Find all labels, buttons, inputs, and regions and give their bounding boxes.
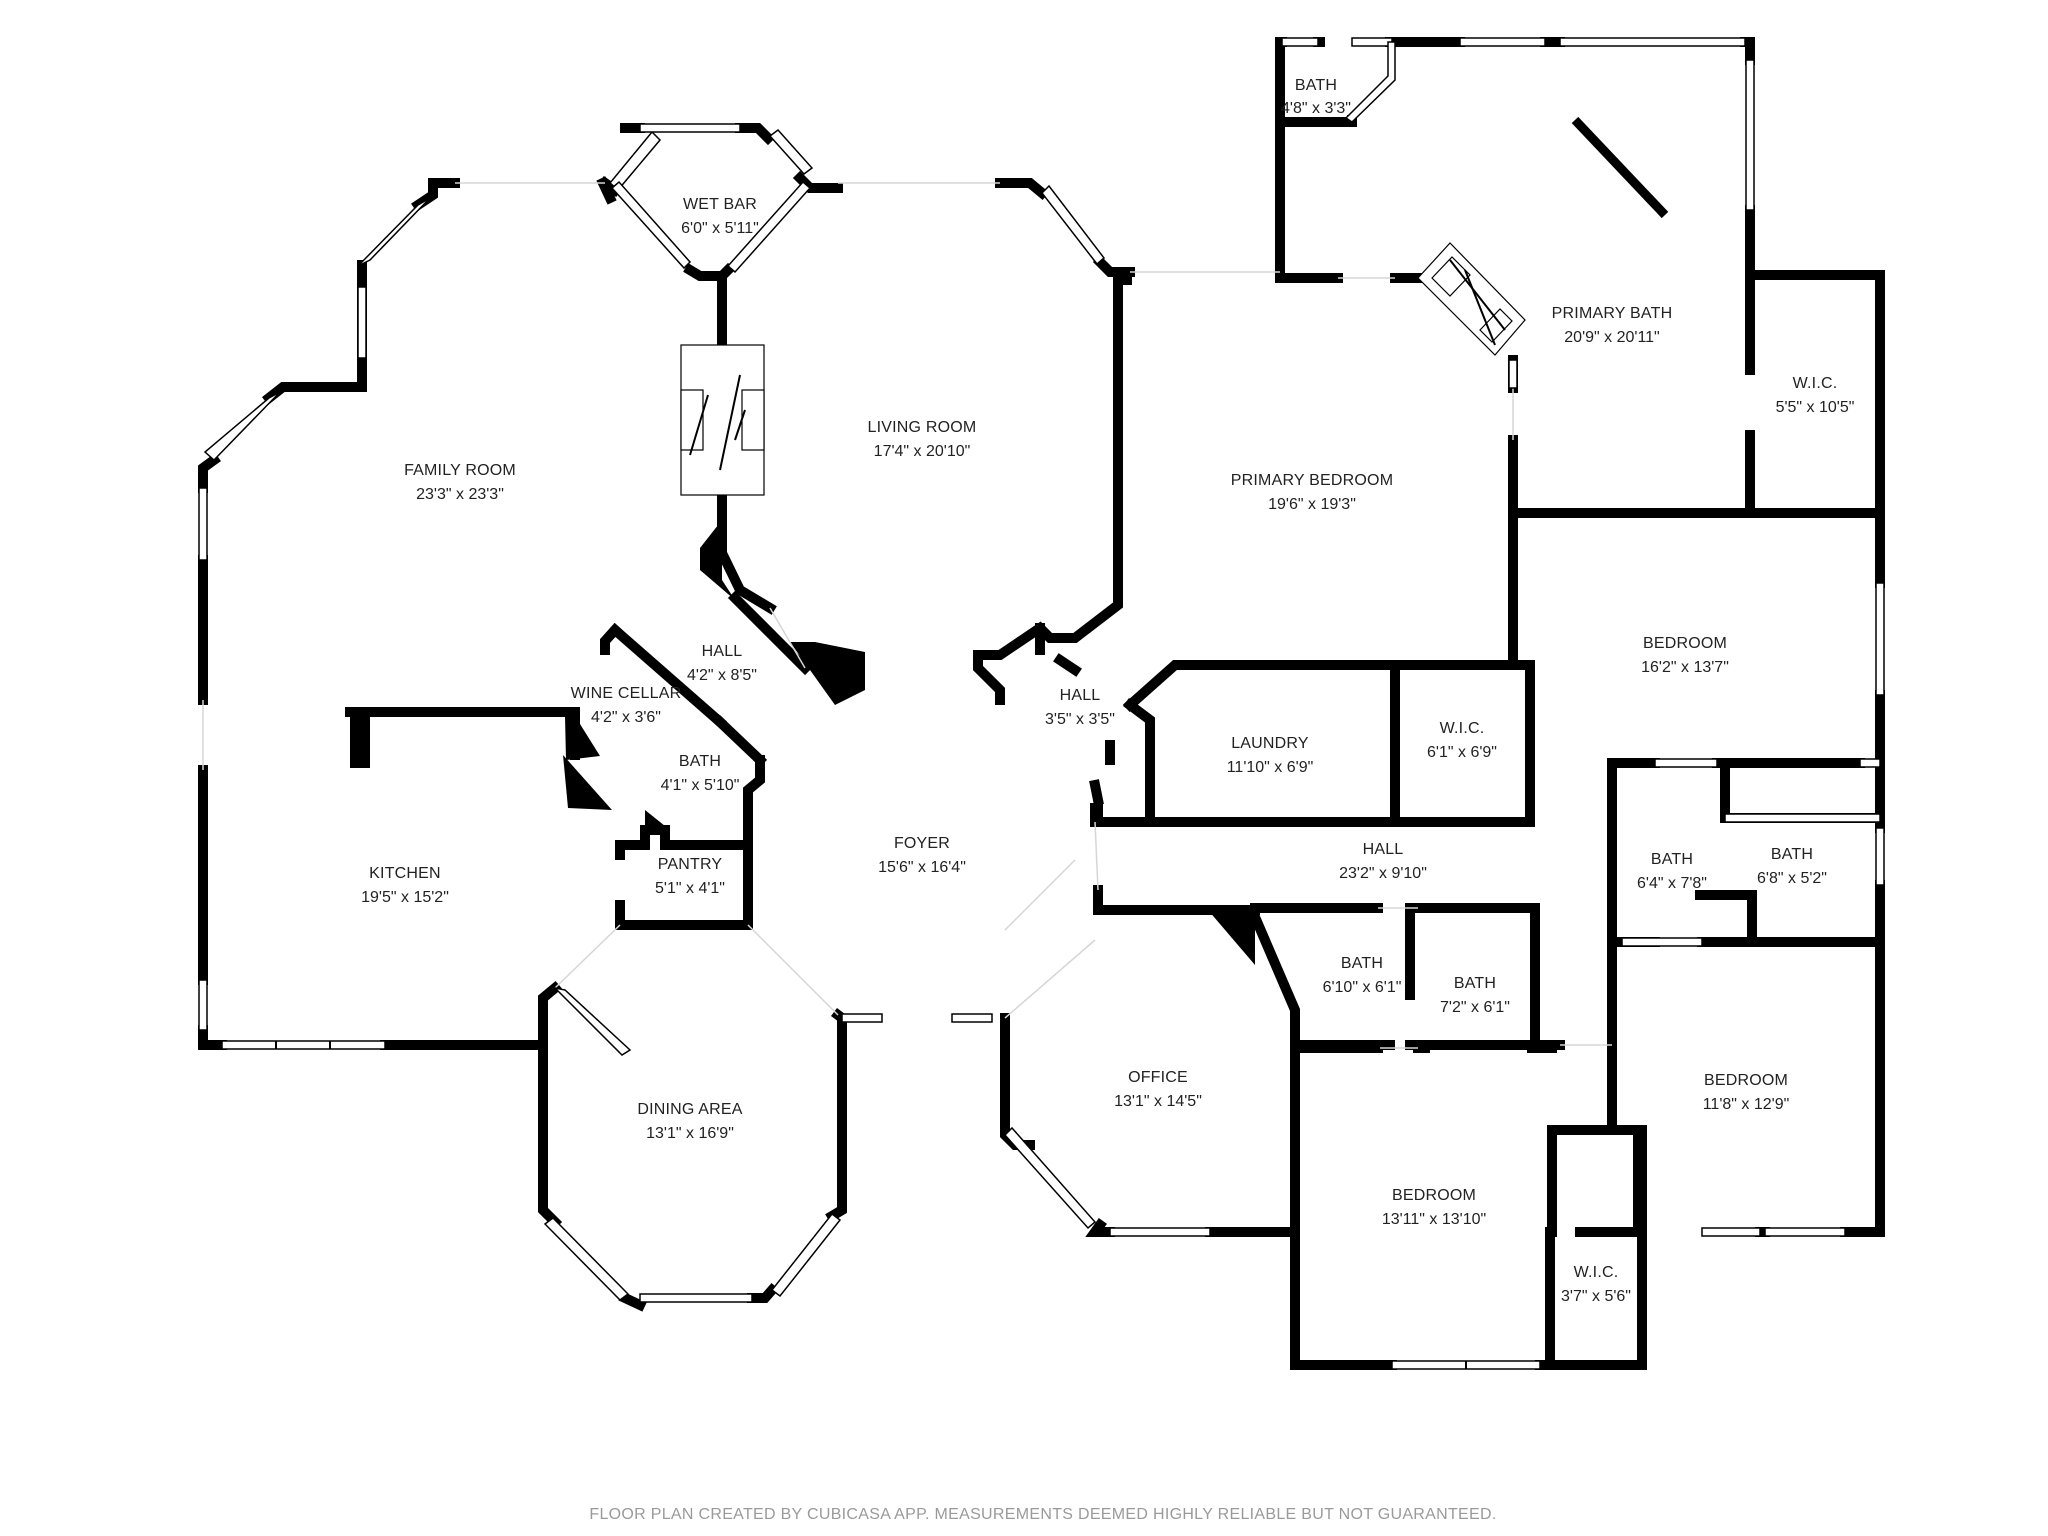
room-name-bath-east1: BATH xyxy=(1651,851,1693,868)
room-name-bath-south2: BATH xyxy=(1454,975,1496,992)
room-name-primary-bath: PRIMARY BATH xyxy=(1552,305,1673,322)
room-dims-laundry: 11'10" x 6'9" xyxy=(1227,759,1314,776)
fireplace-icon xyxy=(1417,242,1526,356)
room-dims-bedroom-south: 13'11" x 13'10" xyxy=(1382,1211,1486,1228)
fireplace-icon xyxy=(680,344,765,496)
room-dims-foyer: 15'6" x 16'4" xyxy=(878,859,966,876)
room-name-family-room: FAMILY ROOM xyxy=(404,462,516,479)
room-name-bedroom-se: BEDROOM xyxy=(1704,1072,1788,1089)
room-name-wet-bar: WET BAR xyxy=(683,196,757,213)
room-dims-wic-south: 3'7" x 5'6" xyxy=(1561,1288,1631,1305)
room-name-bedroom-east: BEDROOM xyxy=(1643,635,1727,652)
room-name-wic-south: W.I.C. xyxy=(1574,1264,1619,1281)
room-name-bath-center: BATH xyxy=(679,753,721,770)
room-dims-living-room: 17'4" x 20'10" xyxy=(874,443,971,460)
room-dims-bath-east2: 6'8" x 5'2" xyxy=(1757,870,1827,887)
room-name-hall-center: HALL xyxy=(702,643,743,660)
room-name-dining-area: DINING AREA xyxy=(637,1101,742,1118)
room-name-bath-east2: BATH xyxy=(1771,846,1813,863)
room-labels: BATH 4'8" x 3'3" PRIMARY BATH 20'9" x 20… xyxy=(361,77,1854,1305)
room-dims-wic-mid: 6'1" x 6'9" xyxy=(1427,744,1497,761)
room-dims-bedroom-se: 11'8" x 12'9" xyxy=(1703,1096,1790,1113)
room-dims-family-room: 23'3" x 23'3" xyxy=(416,486,504,503)
room-dims-dining-area: 13'1" x 16'9" xyxy=(646,1125,734,1142)
room-name-foyer: FOYER xyxy=(894,835,950,852)
room-name-living-room: LIVING ROOM xyxy=(868,419,977,436)
room-name-kitchen: KITCHEN xyxy=(369,865,441,882)
room-name-wic-top: W.I.C. xyxy=(1793,375,1838,392)
room-dims-primary-bath: 20'9" x 20'11" xyxy=(1564,329,1659,346)
room-dims-bath-top: 4'8" x 3'3" xyxy=(1281,100,1351,117)
windows xyxy=(198,37,1885,1370)
room-name-primary-bedroom: PRIMARY BEDROOM xyxy=(1231,472,1393,489)
room-dims-hall-center: 4'2" x 8'5" xyxy=(687,667,757,684)
room-name-hall-long: HALL xyxy=(1363,841,1404,858)
room-name-bath-top: BATH xyxy=(1295,77,1337,94)
footer-disclaimer: FLOOR PLAN CREATED BY CUBICASA APP. MEAS… xyxy=(589,1506,1496,1523)
room-dims-office: 13'1" x 14'5" xyxy=(1114,1093,1202,1110)
room-name-wine-cellar: WINE CELLAR xyxy=(571,685,682,702)
room-dims-primary-bedroom: 19'6" x 19'3" xyxy=(1268,496,1356,513)
room-dims-bath-east1: 6'4" x 7'8" xyxy=(1637,875,1707,892)
room-dims-kitchen: 19'5" x 15'2" xyxy=(361,889,449,906)
room-dims-wic-top: 5'5" x 10'5" xyxy=(1776,399,1855,416)
room-dims-hall-long: 23'2" x 9'10" xyxy=(1339,865,1427,882)
room-name-wic-mid: W.I.C. xyxy=(1440,720,1485,737)
room-name-pantry: PANTRY xyxy=(658,856,723,873)
room-name-laundry: LAUNDRY xyxy=(1231,735,1309,752)
room-dims-bath-south1: 6'10" x 6'1" xyxy=(1323,979,1402,996)
room-dims-bedroom-east: 16'2" x 13'7" xyxy=(1641,659,1729,676)
room-dims-pantry: 5'1" x 4'1" xyxy=(655,880,725,897)
room-name-bath-south1: BATH xyxy=(1341,955,1383,972)
room-name-bedroom-south: BEDROOM xyxy=(1392,1187,1476,1204)
room-name-office: OFFICE xyxy=(1128,1069,1188,1086)
room-dims-wet-bar: 6'0" x 5'11" xyxy=(681,220,759,237)
room-dims-bath-center: 4'1" x 5'10" xyxy=(661,777,740,794)
room-dims-wine-cellar: 4'2" x 3'6" xyxy=(591,709,661,726)
room-dims-bath-south2: 7'2" x 6'1" xyxy=(1440,999,1510,1016)
room-dims-hall-small: 3'5" x 3'5" xyxy=(1045,711,1115,728)
room-name-hall-small: HALL xyxy=(1060,687,1101,704)
